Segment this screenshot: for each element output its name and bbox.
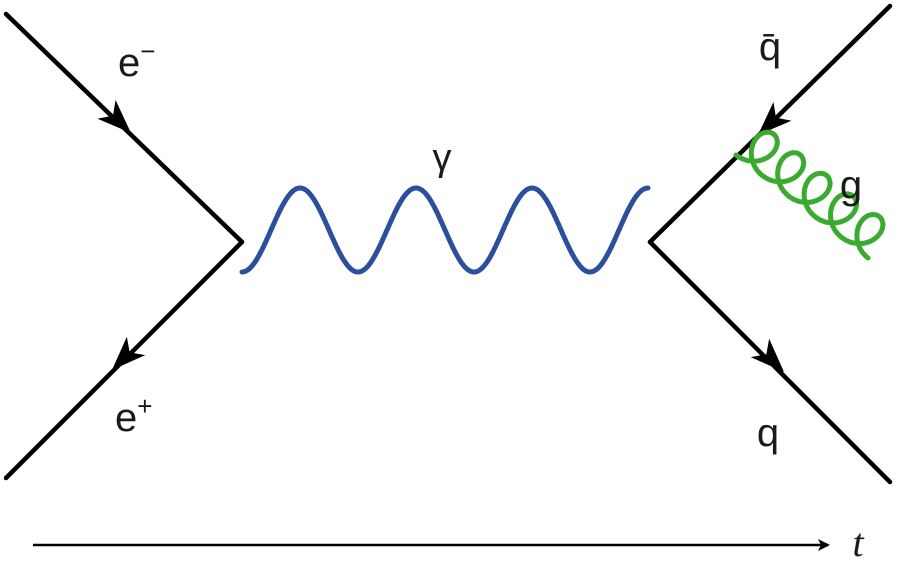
quark-arrow-icon xyxy=(750,338,784,372)
quark-label: q xyxy=(757,411,779,455)
electron-label: e− xyxy=(118,36,155,85)
positron-symbol: e xyxy=(115,396,137,440)
photon-propagator xyxy=(239,185,651,275)
positron-label: e+ xyxy=(115,391,152,440)
antiquark-arrow-icon xyxy=(758,102,792,135)
antiquark-label: q̄ xyxy=(759,25,781,69)
positron-arrow-icon xyxy=(112,336,146,370)
photon-label: γ xyxy=(433,137,452,179)
gluon-label: g xyxy=(840,163,862,207)
positron-charge: + xyxy=(137,391,152,421)
electron-charge: − xyxy=(140,36,155,66)
gluon-propagator xyxy=(733,129,886,261)
electron-symbol: e xyxy=(118,41,140,85)
time-axis-label: t xyxy=(852,520,864,562)
electron-arrow-icon xyxy=(97,100,131,133)
